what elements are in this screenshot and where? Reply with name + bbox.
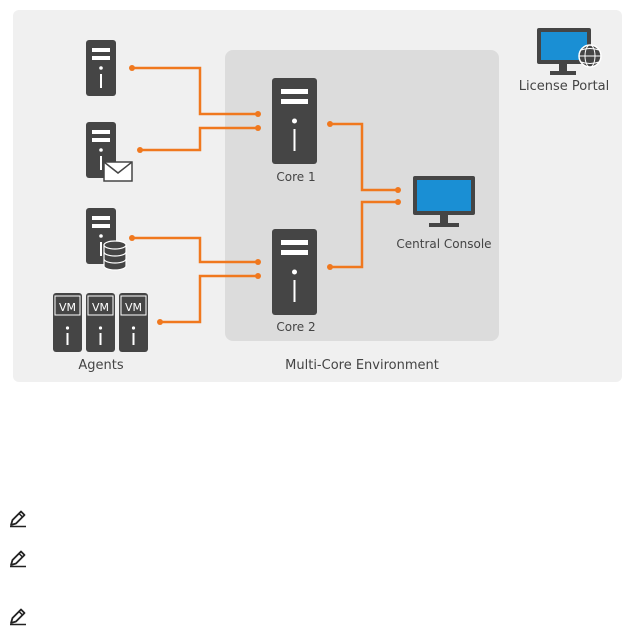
connector-vms-core2 <box>160 274 258 324</box>
core2-label: Core 2 <box>276 320 316 334</box>
monitor-icon <box>537 28 591 75</box>
core1-label: Core 1 <box>276 170 316 184</box>
vm-icon <box>86 293 115 352</box>
connector-mail-core1 <box>140 126 258 152</box>
environment-label: Multi-Core Environment <box>285 358 439 373</box>
connector-core1-console <box>330 122 398 192</box>
connector-dots <box>129 65 401 325</box>
vm-label: VM <box>92 301 109 314</box>
note-icon <box>10 510 26 528</box>
core2-server-icon <box>272 229 317 315</box>
core1-server-icon <box>272 78 317 164</box>
connector-db-core2 <box>132 236 258 264</box>
central-console-label: Central Console <box>396 237 492 251</box>
agents-label: Agents <box>78 358 124 373</box>
vm-icon <box>53 293 82 352</box>
monitor-icon <box>413 176 475 227</box>
server-icon <box>86 40 116 96</box>
mail-server-icon <box>86 122 133 182</box>
connector-agent1-core1 <box>132 66 258 116</box>
vm-icon <box>119 293 148 352</box>
vm-label: VM <box>59 301 76 314</box>
connectors <box>132 66 398 324</box>
database-server-icon <box>86 208 127 271</box>
vm-label: VM <box>125 301 142 314</box>
connector-core2-console <box>330 200 398 269</box>
note-icon <box>10 550 26 568</box>
license-portal-label: License Portal <box>518 79 610 94</box>
globe-icon <box>578 44 602 68</box>
note-icon <box>10 608 26 626</box>
